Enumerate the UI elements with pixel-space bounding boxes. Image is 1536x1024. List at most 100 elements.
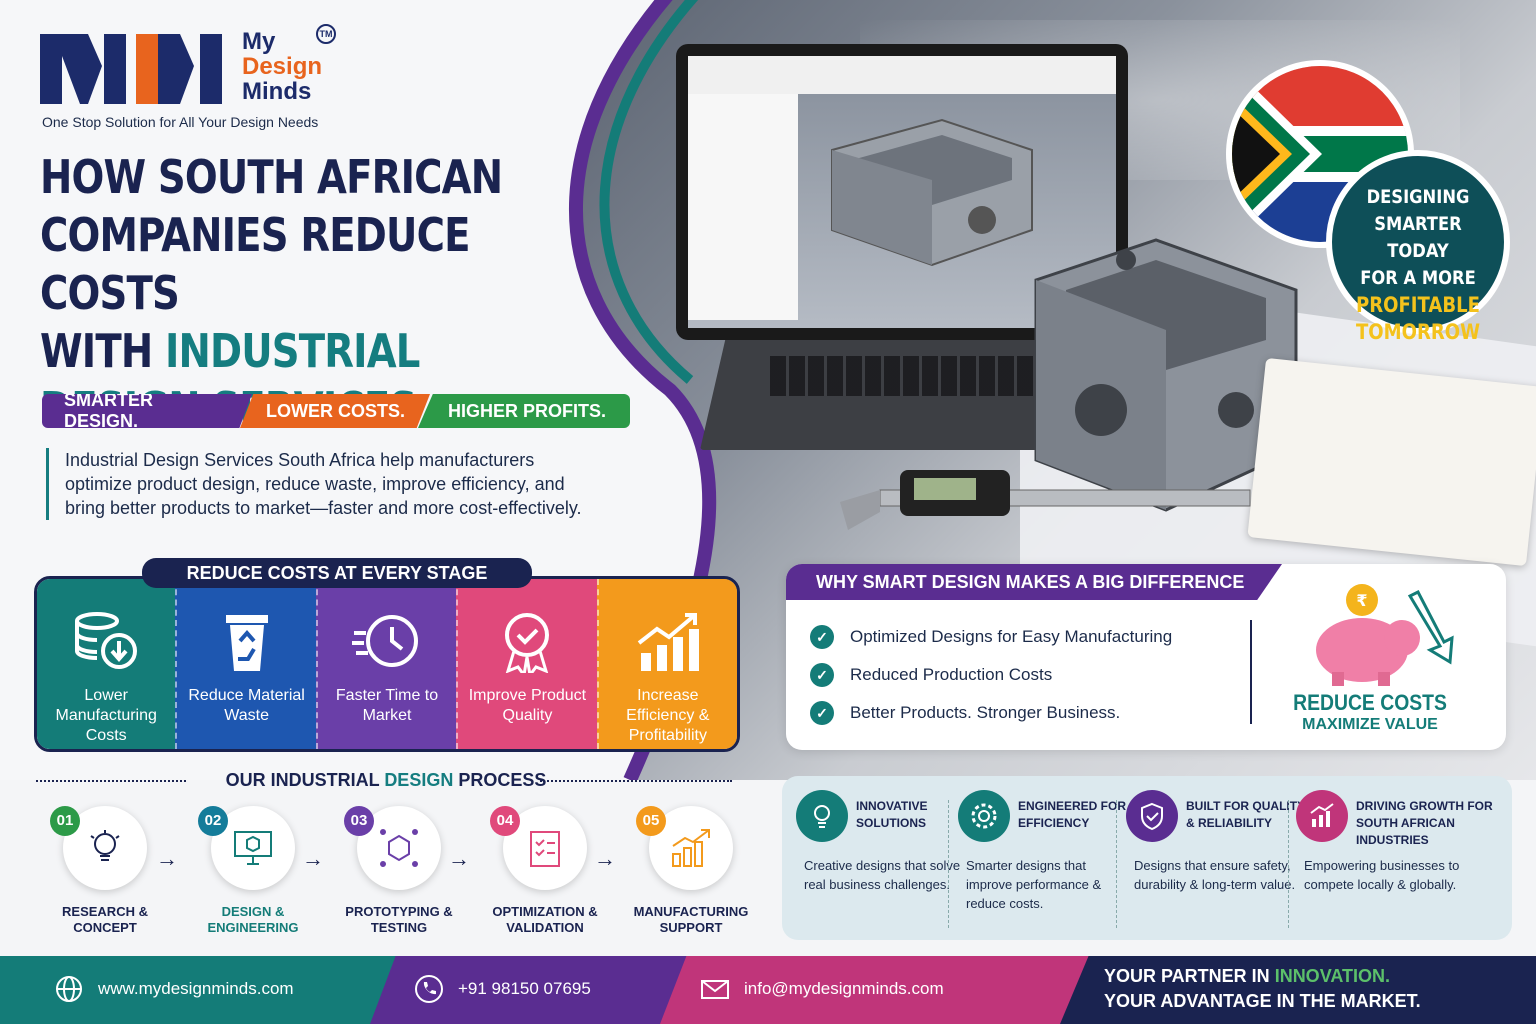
step-number: 02 <box>198 806 228 836</box>
process-divider-left <box>36 780 186 782</box>
check-icon: ✓ <box>810 663 834 687</box>
title-line3a: WITH <box>40 324 165 378</box>
process-step-design: 02 DESIGN & ENGINEERING <box>188 806 318 936</box>
slogan-badge: DESIGNING SMARTER TODAY FOR A MORE PROFI… <box>1326 150 1510 344</box>
stage-label: Improve Product Quality <box>468 687 587 724</box>
trademark-icon: TM <box>316 24 336 44</box>
process-divider-right <box>540 780 732 782</box>
quality-badge-icon <box>505 613 550 679</box>
lightbulb-icon <box>814 805 830 828</box>
title-line1: HOW SOUTH AFRICAN <box>40 150 503 204</box>
piggy-bank-icon: ₹ <box>1316 584 1454 686</box>
step-label: MANUFACTURING SUPPORT <box>633 904 749 935</box>
ribbon-smarter-design: SMARTER DESIGN. <box>42 394 252 428</box>
feature-growth: DRIVING GROWTH FOR SOUTH AFRICAN INDUSTR… <box>1296 790 1496 894</box>
arrow-icon: → <box>594 846 616 871</box>
coin-symbol: ₹ <box>1356 591 1367 610</box>
step-label: DESIGN & ENGINEERING <box>207 904 299 935</box>
process-step-optimization: 04 OPTIMIZATION & VALIDATION <box>480 806 610 936</box>
brand-tagline: One Stop Solution for All Your Design Ne… <box>42 114 319 130</box>
feature-desc: Empowering businesses to compete locally… <box>1304 858 1460 892</box>
coins-down-icon <box>75 612 138 669</box>
stage-label: Lower Manufacturing Costs <box>55 687 157 744</box>
why-item: ✓Reduced Production Costs <box>810 656 1172 694</box>
check-icon: ✓ <box>810 701 834 725</box>
feature-title: INNOVATIVE SOLUTIONS <box>856 799 928 830</box>
phone-icon <box>415 975 443 1003</box>
check-icon: ✓ <box>810 625 834 649</box>
feature-desc: Smarter designs that improve performance… <box>966 858 1102 911</box>
stage-increase-efficiency: Increase Efficiency & Profitability <box>596 579 737 749</box>
recycle-bin-icon <box>225 615 268 671</box>
ribbon-higher-profits: HIGHER PROFITS. <box>418 394 630 428</box>
arrow-icon: → <box>302 846 324 871</box>
step-label: OPTIMIZATION & VALIDATION <box>492 904 598 935</box>
process-title: OUR INDUSTRIAL DESIGN PROCESS <box>225 770 547 790</box>
divider <box>1250 620 1252 724</box>
stage-improve-product-quality: Improve Product Quality <box>456 579 597 749</box>
arrow-icon: → <box>448 846 470 871</box>
metal-housing-part <box>1034 238 1298 512</box>
footer-slogan: YOUR PARTNER IN INNOVATION. YOUR ADVANTA… <box>1104 966 1421 1011</box>
growth-chart-icon <box>1310 803 1334 827</box>
logo-mark <box>40 34 222 104</box>
growth-chart-icon <box>637 613 699 671</box>
monitor-cube-icon <box>234 831 272 865</box>
step-number: 03 <box>344 806 374 836</box>
stage-label: Increase Efficiency & Profitability <box>626 687 710 744</box>
step-label: PROTOTYPING & TESTING <box>345 904 453 935</box>
process-step-research: 01 RESEARCH & CONCEPT <box>40 806 170 936</box>
feature-quality: BUILT FOR QUALITY & RELIABILITY Designs … <box>1126 790 1305 894</box>
sketch-notebook <box>1247 357 1536 567</box>
lightbulb-icon <box>90 830 120 861</box>
stage-lower-manufacturing-costs: Lower Manufacturing Costs <box>37 579 176 749</box>
brand-logo[interactable]: My Design Minds <box>40 26 322 106</box>
feature-innovative: INNOVATIVE SOLUTIONS Creative designs th… <box>796 790 966 894</box>
arrow-icon: → <box>156 846 178 871</box>
feature-title: DRIVING GROWTH FOR SOUTH AFRICAN INDUSTR… <box>1356 799 1493 847</box>
checklist-icon <box>530 831 560 867</box>
brand-name-line2: Design <box>242 52 323 80</box>
stage-reduce-material-waste: Reduce Material Waste <box>175 579 316 749</box>
email-link[interactable]: info@mydesignminds.com <box>700 974 944 1004</box>
reduce-costs-label: REDUCE COSTS MAXIMIZE VALUE <box>1293 690 1447 733</box>
feature-desc: Creative designs that solve real busines… <box>804 858 961 892</box>
bar-growth-icon <box>672 829 710 867</box>
why-list: ✓Optimized Designs for Easy Manufacturin… <box>810 618 1172 732</box>
digital-caliper <box>840 470 1251 530</box>
stage-faster-time-to-market: Faster Time to Market <box>315 579 457 749</box>
process-step-prototyping: 03 PROTOTYPING & TESTING <box>334 806 464 936</box>
why-item: ✓Better Products. Stronger Business. <box>810 694 1172 732</box>
brand-name: My Design Minds <box>242 29 322 104</box>
footer <box>0 956 1536 1024</box>
stage-label: Reduce Material Waste <box>188 687 305 724</box>
why-title: WHY SMART DESIGN MAKES A BIG DIFFERENCE <box>786 564 1282 600</box>
cad-part-render <box>831 118 1033 267</box>
cube-network-icon <box>380 829 418 867</box>
feature-title: BUILT FOR QUALITY & RELIABILITY <box>1186 799 1305 830</box>
process-step-manufacturing: 05 MANUFACTURING SUPPORT <box>626 806 756 936</box>
brand-name-line3: Minds <box>242 77 312 105</box>
reduce-costs-title: REDUCE COSTS AT EVERY STAGE <box>142 558 532 588</box>
feature-efficiency: ENGINEERED FOR EFFICIENCY Smarter design… <box>958 790 1128 913</box>
shield-check-icon <box>1141 802 1163 831</box>
feature-title: ENGINEERED FOR EFFICIENCY <box>1018 799 1127 830</box>
title-line3b: INDUSTRIAL <box>164 324 420 378</box>
reduce-costs-panel: Lower Manufacturing Costs Reduce Materia… <box>34 576 740 752</box>
step-label: RESEARCH & CONCEPT <box>62 904 148 935</box>
feature-desc: Designs that ensure safety, durability &… <box>1134 858 1296 892</box>
phone-link[interactable]: +91 98150 07695 <box>414 974 591 1004</box>
brand-name-line1: My <box>242 27 276 55</box>
stage-label: Faster Time to Market <box>335 687 439 724</box>
step-number: 01 <box>50 806 80 836</box>
value-ribbon: SMARTER DESIGN. LOWER COSTS. HIGHER PROF… <box>42 394 630 428</box>
intro-paragraph: Industrial Design Services South Africa … <box>46 448 586 520</box>
ribbon-lower-costs: LOWER COSTS. <box>240 394 430 428</box>
step-number: 04 <box>490 806 520 836</box>
step-number: 05 <box>636 806 666 836</box>
why-item: ✓Optimized Designs for Easy Manufacturin… <box>810 618 1172 656</box>
gear-icon <box>971 803 997 829</box>
fast-clock-icon <box>352 615 419 667</box>
website-link[interactable]: www.mydesignminds.com <box>54 974 294 1004</box>
title-line2: COMPANIES REDUCE COSTS <box>40 208 470 320</box>
